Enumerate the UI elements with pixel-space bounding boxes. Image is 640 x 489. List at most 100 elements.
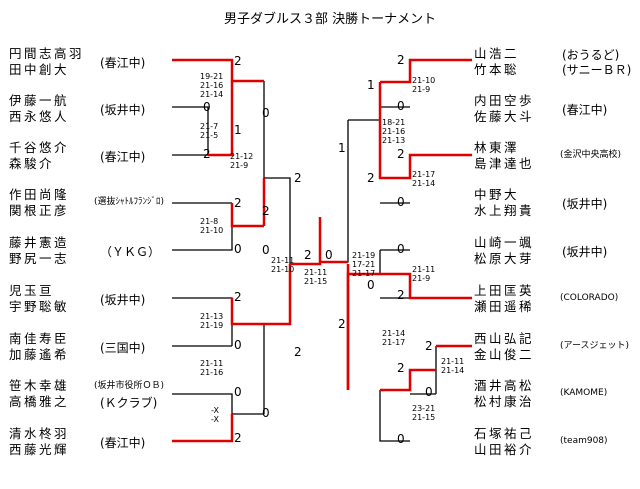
- left-player-1: 児玉亘: [9, 283, 55, 298]
- match-score: 0: [262, 243, 270, 257]
- right-team: (春江中): [562, 103, 608, 117]
- match-score: 2: [425, 339, 433, 353]
- match-score: 2: [234, 196, 242, 210]
- left-team: (坂井市役所ＯＢ): [94, 381, 165, 391]
- set-score-line: 21-9: [230, 161, 249, 170]
- right-player-1: 上田匡英: [474, 283, 535, 298]
- right-player-2: 金山俊二: [474, 347, 535, 362]
- page-title: 男子ダブルス３部 決勝トーナメント: [224, 12, 437, 27]
- right-player-1: 石塚祐己: [474, 426, 535, 441]
- set-score-line: 21-11: [271, 256, 295, 265]
- match-score: 2: [338, 317, 346, 331]
- set-score-line: 21-13: [200, 312, 224, 321]
- set-score-line: 19-21: [200, 72, 224, 81]
- match-score: 0: [425, 385, 433, 399]
- match-score: 0: [397, 99, 405, 113]
- right-player-2: 佐藤大斗: [474, 109, 535, 124]
- match-score: 2: [397, 361, 405, 375]
- right-team: (おうるど): [562, 48, 620, 62]
- match-score: 2: [397, 288, 405, 302]
- set-score-line: 21-10: [200, 226, 224, 235]
- match-score: 2: [262, 204, 270, 218]
- match-score: 2: [294, 171, 302, 185]
- right-team: (アースジェット): [560, 341, 630, 351]
- match-score: 2: [397, 147, 405, 161]
- right-team: (坂井中): [562, 197, 608, 211]
- right-player-2: 瀬田遥稀: [474, 299, 535, 314]
- match-score: 2: [234, 54, 242, 68]
- set-score-line: 21-17: [382, 338, 406, 347]
- match-score: 0: [203, 100, 211, 114]
- left-team-2: (Ｋクラブ): [100, 396, 158, 410]
- set-score-line: 21-14: [441, 366, 465, 375]
- match-score: 0: [234, 338, 242, 352]
- left-player-2: 高橋雅之: [9, 394, 70, 409]
- set-score-line: 21-16: [200, 81, 224, 90]
- match-score: 0: [325, 248, 333, 262]
- match-score: 0: [397, 195, 405, 209]
- left-player-2: 西藤光輝: [9, 442, 70, 457]
- match-score: 2: [397, 53, 405, 67]
- left-player-2: 西永悠人: [9, 109, 70, 124]
- match-score: 2: [234, 290, 242, 304]
- left-team: (坂井中): [100, 293, 146, 307]
- right-player-1: 西山弘記: [474, 331, 535, 346]
- left-player-1: 清水柊羽: [9, 426, 70, 441]
- set-score-line: 21-17: [412, 170, 436, 179]
- set-score-line: 21-9: [412, 85, 431, 94]
- right-player-1: 酒井高松: [474, 378, 535, 393]
- right-team: (坂井中): [562, 245, 608, 259]
- left-player-1: 千谷悠介: [9, 140, 70, 155]
- set-score-line: 21-10: [412, 76, 436, 85]
- set-score-line: -X: [211, 415, 219, 424]
- right-player-1: 林東澤: [474, 140, 520, 155]
- right-team: (KAMOME): [560, 388, 608, 398]
- left-player-2: 関根正彦: [9, 203, 70, 218]
- right-player-1: 内田空歩: [474, 93, 535, 108]
- right-team-2: (サニーＢＲ): [562, 63, 632, 77]
- left-team: （ＹＫＧ）: [100, 245, 161, 259]
- set-scores: -X-X: [211, 406, 219, 424]
- left-team: (三国中): [100, 341, 146, 355]
- set-score-line: 21-13: [382, 136, 406, 145]
- left-player-2: 野尻一志: [9, 251, 70, 266]
- left-player-1: 南佳寿臣: [9, 331, 70, 346]
- left-team: (春江中): [100, 150, 146, 164]
- set-score-line: 21-16: [200, 368, 224, 377]
- match-score: 2: [294, 345, 302, 359]
- left-team: (春江中): [100, 56, 146, 70]
- match-score: 0: [397, 432, 405, 446]
- set-score-line: 21-14: [200, 90, 224, 99]
- match-score: 2: [304, 248, 312, 262]
- match-score: 0: [262, 106, 270, 120]
- set-score-line: 21-14: [382, 329, 406, 338]
- set-score-line: 21-9: [412, 274, 431, 283]
- set-score-line: 21-14: [412, 179, 436, 188]
- set-score-line: 21-16: [382, 127, 406, 136]
- left-player-1: 円間志高羽: [9, 46, 85, 61]
- match-score: 0: [367, 278, 375, 292]
- match-score: 2: [367, 171, 375, 185]
- set-score-line: 17-21: [352, 260, 376, 269]
- left-player-2: 田中創大: [9, 62, 70, 77]
- right-team: (COLORADO): [560, 293, 619, 303]
- match-score: 0: [262, 406, 270, 420]
- left-player-1: 笹木幸雄: [9, 378, 70, 393]
